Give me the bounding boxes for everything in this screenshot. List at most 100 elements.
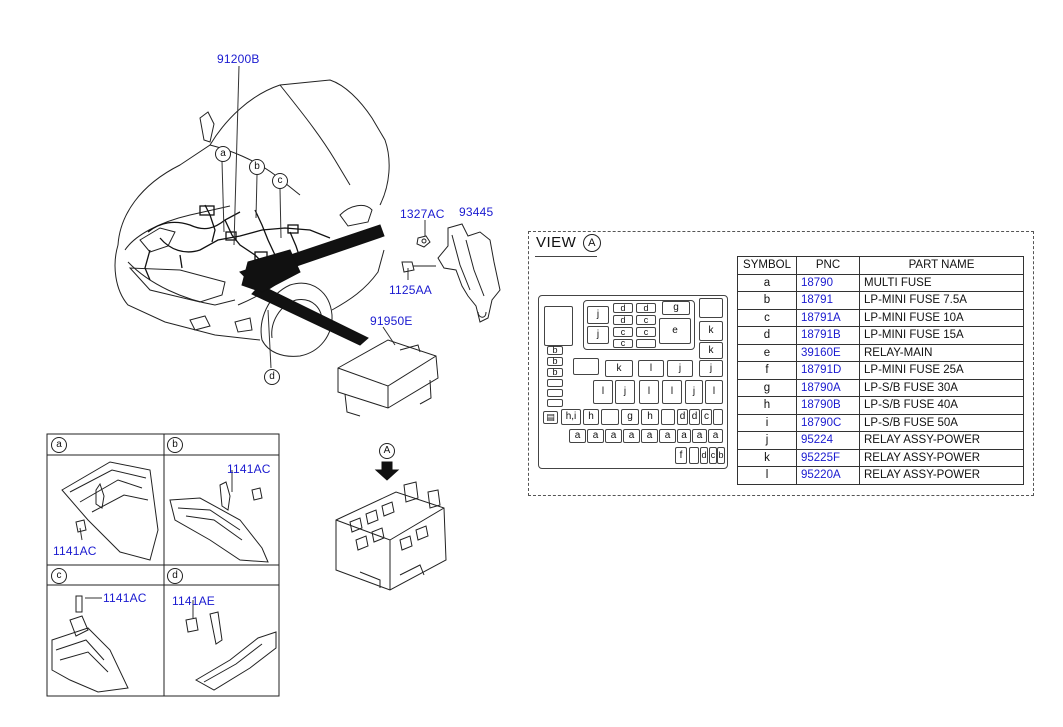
part-number-nut[interactable]: 1327AC — [400, 207, 445, 221]
cell-pnc[interactable]: 95224 — [796, 431, 860, 450]
fuse-slot[interactable]: j — [685, 380, 703, 404]
fuse-slot[interactable]: c — [613, 339, 633, 348]
fuse-slot-blank — [689, 447, 699, 464]
fuse-slot[interactable]: l — [638, 360, 664, 377]
part-number-panel-c-bolt[interactable]: 1141AC — [103, 591, 147, 605]
fuse-slot[interactable]: j — [667, 360, 693, 377]
part-number-panel-b-bolt[interactable]: 1141AC — [227, 462, 271, 476]
fuse-slot[interactable]: j — [587, 306, 609, 324]
cell-symbol: i — [737, 413, 797, 432]
fuse-slot[interactable]: a — [641, 429, 658, 443]
cell-pnc[interactable]: 18791 — [796, 291, 860, 310]
fuse-slot[interactable]: a — [708, 429, 723, 443]
cell-part-name: LP-MINI FUSE 7.5A — [859, 291, 1024, 310]
fuse-slot[interactable]: d — [613, 303, 633, 313]
fuse-slot[interactable]: g — [662, 301, 690, 315]
cell-pnc[interactable]: 18791A — [796, 308, 860, 327]
fuse-slot[interactable]: d — [613, 315, 633, 325]
fuse-slot[interactable]: f — [675, 447, 687, 464]
fuse-slot[interactable]: c — [709, 447, 717, 464]
fuse-slot-blank — [544, 306, 573, 346]
fuse-slot[interactable]: l — [662, 380, 682, 404]
fuse-slot[interactable]: a — [605, 429, 622, 443]
callout-a: a — [215, 146, 231, 162]
fuse-slot[interactable]: g — [621, 409, 639, 425]
fuse-slot-blank — [547, 389, 563, 397]
fuse-slot-blank — [547, 379, 563, 387]
cell-part-name: MULTI FUSE — [859, 273, 1024, 292]
fuse-slot[interactable]: a — [692, 429, 707, 443]
fuse-slot[interactable]: c — [701, 409, 712, 425]
fuse-box-layout: j d d g d c e j c c c k k b b b k l j j … — [538, 295, 728, 469]
part-number-bracket[interactable]: 93445 — [459, 205, 494, 219]
fuse-slot[interactable]: b — [717, 447, 725, 464]
cell-part-name: LP-S/B FUSE 30A — [859, 378, 1024, 397]
fuse-slot-blank — [699, 298, 723, 318]
cell-pnc[interactable]: 18791B — [796, 326, 860, 345]
junction-box-cover — [337, 339, 439, 417]
part-number-panel-d-bolt[interactable]: 1141AE — [172, 594, 216, 608]
cell-pnc[interactable]: 39160E — [796, 343, 860, 362]
detail-panel-grid — [46, 433, 280, 697]
fuse-slot[interactable]: d — [689, 409, 700, 425]
fuse-slot[interactable]: a — [623, 429, 640, 443]
fuse-slot[interactable]: a — [677, 429, 691, 443]
callout-d: d — [264, 369, 280, 385]
cell-part-name: RELAY ASSY-POWER — [859, 466, 1024, 485]
cell-part-name: RELAY ASSY-POWER — [859, 431, 1024, 450]
fuse-slot[interactable]: k — [699, 342, 723, 359]
panel-label-d: d — [167, 568, 183, 584]
cell-pnc[interactable]: 95225F — [796, 448, 860, 467]
fuse-slot[interactable]: j — [699, 360, 723, 377]
fuse-slot[interactable]: d — [636, 303, 656, 313]
cell-pnc[interactable]: 18790B — [796, 396, 860, 415]
part-number-panel-a-bolt[interactable]: 1141AC — [53, 544, 97, 558]
fuse-slot[interactable]: d — [677, 409, 688, 425]
fuse-slot[interactable]: c — [613, 327, 633, 337]
fuse-slot[interactable]: j — [615, 380, 635, 404]
cell-part-name: RELAY-MAIN — [859, 343, 1024, 362]
fuse-slot[interactable]: h — [583, 409, 599, 425]
fuse-slot-symbol: ▤ — [543, 411, 558, 424]
fuse-slot[interactable]: j — [587, 326, 609, 344]
fuse-slot[interactable]: l — [705, 380, 723, 404]
fuse-slot[interactable]: e — [659, 318, 691, 344]
vehicle-outline — [114, 79, 390, 357]
fuse-slot[interactable]: h — [641, 409, 659, 425]
fuse-slot[interactable]: b — [547, 346, 563, 355]
cell-part-name: LP-MINI FUSE 10A — [859, 308, 1024, 327]
cell-pnc[interactable]: 18791D — [796, 361, 860, 380]
fuse-slot[interactable]: a — [569, 429, 586, 443]
fuse-slot[interactable]: c — [636, 327, 656, 337]
fuse-slot[interactable]: k — [605, 360, 633, 377]
fuse-slot[interactable]: d — [700, 447, 708, 464]
fuse-slot-blank — [636, 339, 656, 348]
callout-c: c — [272, 173, 288, 189]
cell-pnc[interactable]: 95220A — [796, 466, 860, 485]
fuse-slot[interactable]: l — [639, 380, 659, 404]
part-number-main-harness[interactable]: 91200B — [217, 52, 260, 66]
fuse-slot[interactable]: b — [547, 357, 563, 366]
cell-symbol: a — [737, 273, 797, 292]
bracket-assembly — [401, 223, 501, 323]
fuse-slot[interactable]: l — [593, 380, 613, 404]
fuse-slot[interactable]: a — [659, 429, 676, 443]
view-pointers — [239, 224, 385, 346]
fuse-slot[interactable]: c — [636, 315, 656, 325]
fuse-slot[interactable]: a — [587, 429, 604, 443]
header-part-name: PART NAME — [859, 256, 1024, 275]
panel-c-drawing — [51, 595, 129, 693]
cell-pnc[interactable]: 18790A — [796, 378, 860, 397]
cell-pnc[interactable]: 18790C — [796, 413, 860, 432]
fuse-slot[interactable]: b — [547, 368, 563, 377]
part-number-junction-box[interactable]: 91950E — [370, 314, 413, 328]
fuse-slot[interactable]: h,i — [561, 409, 581, 425]
part-number-bracket-bolt[interactable]: 1125AA — [389, 283, 433, 297]
fuse-slot-blank — [713, 409, 723, 425]
fuse-slot-blank — [547, 399, 563, 407]
fuse-slot[interactable]: k — [699, 321, 723, 341]
cell-pnc[interactable]: 18790 — [796, 273, 860, 292]
